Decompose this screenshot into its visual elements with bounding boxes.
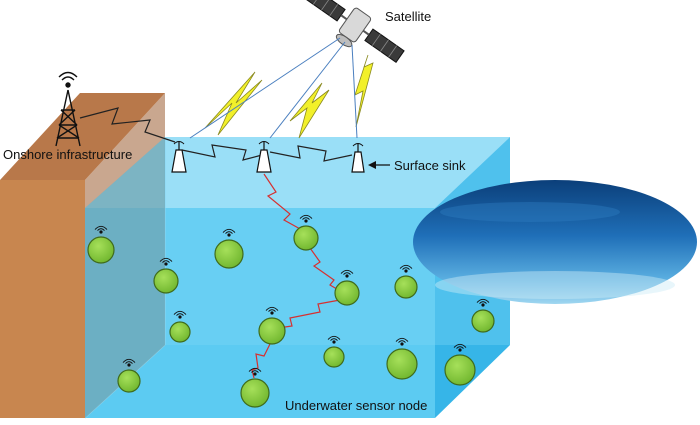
satellite-beams bbox=[189, 37, 358, 139]
land-front-face bbox=[0, 180, 85, 418]
buoy-to-node-link bbox=[263, 173, 303, 231]
sensor-node-icon bbox=[240, 367, 270, 408]
surface-buoys bbox=[171, 141, 365, 173]
radio-links bbox=[79, 107, 353, 162]
surface-sink-label: Surface sink bbox=[394, 158, 466, 173]
buoy-antenna-icon bbox=[171, 141, 187, 173]
sensor-node-icon bbox=[87, 225, 115, 264]
satellite-links bbox=[204, 54, 374, 139]
sea-surface-photo bbox=[413, 180, 697, 304]
sensor-nodes bbox=[87, 214, 495, 408]
satellite-bolt-left bbox=[204, 71, 263, 136]
sensor-node-icon bbox=[258, 306, 286, 345]
buoy2-to-buoy3-link bbox=[269, 145, 353, 162]
water-back-inner bbox=[165, 137, 510, 345]
sensor-node-icon bbox=[334, 269, 360, 306]
sensor-node-icon bbox=[153, 257, 179, 294]
buoy1-to-buoy2-link bbox=[181, 144, 263, 161]
water-top-face bbox=[85, 137, 510, 208]
sensor-node-icon bbox=[394, 264, 418, 299]
sensor-node-icon bbox=[386, 337, 418, 380]
satellite-label: Satellite bbox=[385, 9, 432, 24]
land-cliff bbox=[0, 93, 165, 418]
sensor-node-icon bbox=[323, 335, 345, 368]
satellite-bolt-middle bbox=[289, 82, 330, 139]
sensor-node-icon bbox=[169, 310, 191, 343]
underwater-sensor-node-label: Underwater sensor node bbox=[285, 398, 428, 413]
tower-to-buoy-link bbox=[79, 107, 176, 143]
land-top-face bbox=[0, 93, 165, 180]
sensor-node-icon bbox=[444, 343, 476, 386]
satellite-bolt-right bbox=[354, 54, 374, 128]
sensor-node-icon bbox=[117, 358, 141, 393]
water-front-face bbox=[85, 208, 435, 418]
satellite-icon bbox=[305, 0, 405, 63]
buoy-antenna-icon bbox=[351, 143, 365, 173]
sensor-node-icon bbox=[293, 214, 319, 251]
sensor-node-icon bbox=[471, 298, 495, 333]
node-to-node-link-1 bbox=[309, 247, 343, 293]
onshore-infrastructure-label: Onshore infrastructure bbox=[3, 147, 133, 162]
radio-tower-icon bbox=[55, 71, 81, 147]
buoy-antenna-icon bbox=[256, 141, 272, 173]
node-to-node-link-2 bbox=[277, 299, 341, 329]
surface-sink-arrow bbox=[368, 161, 390, 169]
land-under-water-shade bbox=[85, 137, 165, 418]
sensor-node-icon bbox=[214, 228, 244, 269]
